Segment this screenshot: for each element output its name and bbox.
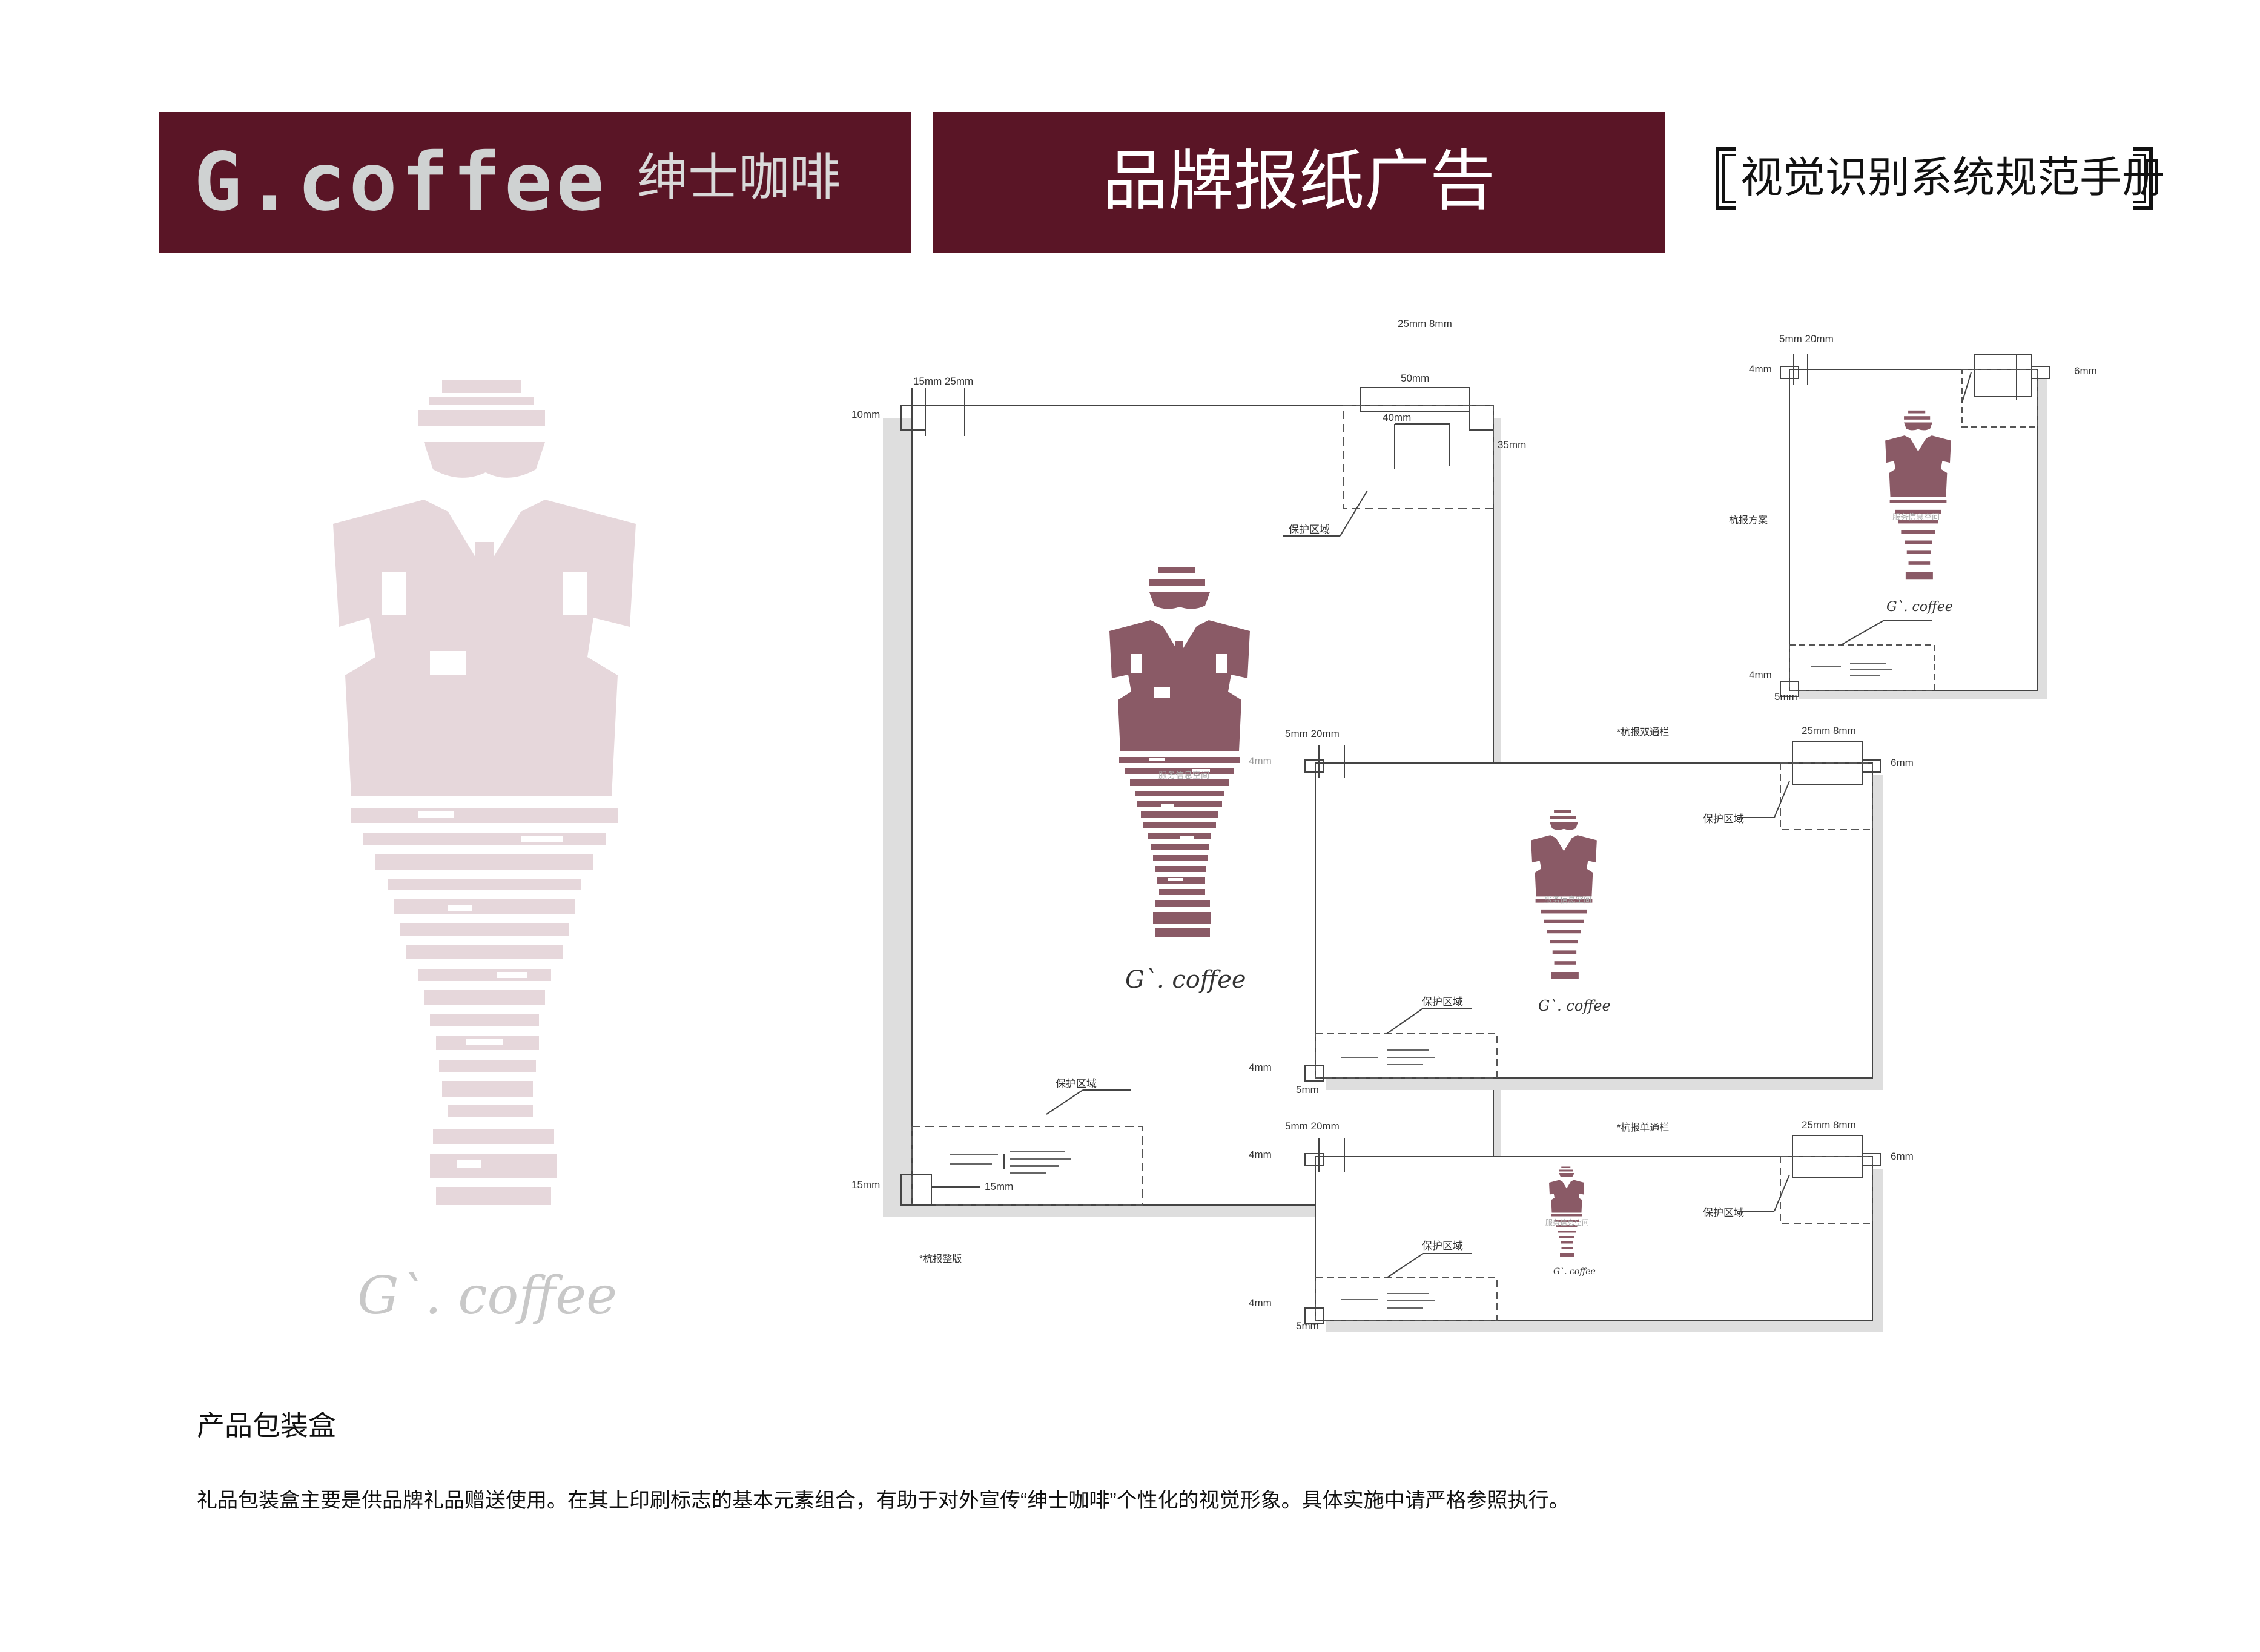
- caption-double-column: *杭报双通栏: [1617, 727, 1670, 738]
- wordmark-full-page: G`. coffee: [1125, 966, 1246, 994]
- header-title-band: 品牌报纸广告: [933, 112, 1665, 253]
- bracket-right: [2133, 147, 2153, 210]
- dim-15-25: 15mm 25mm: [913, 375, 974, 387]
- gentleman-figure-large: [333, 380, 636, 1205]
- manual-title: 视觉识别系统规范手册: [1740, 153, 2164, 202]
- service-label-small-page: 服务信息空间: [1892, 512, 1940, 521]
- caption-single-column: *杭报单通栏: [1617, 1123, 1670, 1133]
- spec-double-column: 5mm 20mm 4mm *杭报双通栏 25mm 8mm 6mm 保护区域 保护…: [1247, 718, 1926, 1105]
- dim-5-bottom: 5mm: [1774, 691, 1797, 702]
- dim-15-bottom: 15mm: [985, 1181, 1014, 1192]
- brand-name-cn: 绅士咖啡: [637, 148, 841, 207]
- dim-6: 6mm: [1891, 757, 1914, 768]
- protect-label-bottom: 保护区域: [1056, 1078, 1097, 1089]
- caption-full-page: *杭报整版: [919, 1254, 962, 1264]
- dim-15-left: 15mm: [851, 1179, 881, 1191]
- section-heading: 产品包装盒: [197, 1410, 336, 1441]
- dim-6: 6mm: [2074, 365, 2097, 377]
- protect-label-top: 保护区域: [1703, 1207, 1744, 1218]
- dim-5-bottom: 5mm: [1296, 1084, 1319, 1095]
- dim-5-20: 5mm 20mm: [1285, 728, 1340, 739]
- protect-label-bottom: 保护区域: [1422, 1240, 1463, 1252]
- dim-50: 50mm: [1401, 372, 1430, 384]
- dim-4-bottom: 4mm: [1249, 1062, 1272, 1073]
- spec-small-page-frames: [1780, 354, 2050, 699]
- dim-35: 35mm: [1498, 439, 1527, 451]
- dim-5-20: 5mm 20mm: [1779, 333, 1834, 345]
- spec-single-column-frames: [1304, 1135, 1883, 1332]
- dim-6: 6mm: [1891, 1151, 1914, 1162]
- protect-label-bottom: 保护区域: [1422, 996, 1463, 1008]
- gentleman-figure-single-column: [1549, 1166, 1584, 1257]
- dim-4-top: 4mm: [1749, 363, 1772, 375]
- spec-single-column: 5mm 20mm 4mm *杭报单通栏 25mm 8mm 6mm 保护区域 保护…: [1247, 1108, 1926, 1338]
- wordmark-double-column: G`. coffee: [1538, 997, 1611, 1014]
- protect-label-top: 保护区域: [1289, 524, 1330, 535]
- wordmark-large: G`. coffee: [357, 1266, 618, 1326]
- dim-4-top: 4mm: [1249, 1149, 1272, 1160]
- header-brand-band: G.coffee 绅士咖啡: [159, 112, 911, 253]
- dim-5-20: 5mm 20mm: [1285, 1120, 1340, 1132]
- gentleman-figure-full-page: [1109, 567, 1250, 937]
- bracket-left: [1716, 147, 1736, 210]
- service-label-single-column: 服务信息空间: [1545, 1218, 1590, 1227]
- wordmark-small-page: G`. coffee: [1886, 600, 1953, 615]
- spec-small-page: 5mm 20mm 4mm 6mm 杭报方案 4mm 5mm 服务信息空间 G`.…: [1729, 330, 2097, 705]
- dim-4-bottom: 4mm: [1249, 1297, 1272, 1309]
- dim-25-8: 25mm 8mm: [1398, 318, 1452, 329]
- dim-25-8: 25mm 8mm: [1802, 1119, 1856, 1131]
- dim-40: 40mm: [1383, 412, 1412, 423]
- service-label-full-page: 服务信息空间: [1158, 770, 1209, 780]
- dim-4-top: 4mm: [1249, 755, 1272, 767]
- protect-label-top: 保护区域: [1703, 813, 1744, 825]
- section-body: 礼品包装盒主要是供品牌礼品赠送使用。在其上印刷标志的基本元素组合，有助于对外宣传…: [197, 1489, 1570, 1512]
- dim-10: 10mm: [851, 409, 881, 420]
- manual-title-box: 视觉识别系统规范手册: [1711, 145, 2164, 212]
- brand-logo: G.coffee: [194, 136, 608, 229]
- dim-4-bottom: 4mm: [1749, 669, 1772, 681]
- caption-small-page: 杭报方案: [1729, 515, 1768, 526]
- service-label-double-column: 服务信息空间: [1544, 895, 1592, 904]
- gentleman-figure-small-page: [1885, 410, 1951, 580]
- spec-double-column-frames: [1304, 741, 1883, 1090]
- dim-5-bottom: 5mm: [1296, 1320, 1319, 1332]
- wordmark-single-column: G`. coffee: [1553, 1267, 1596, 1277]
- page-title: 品牌报纸广告: [1102, 144, 1495, 219]
- dim-25-8: 25mm 8mm: [1802, 725, 1856, 736]
- gentleman-figure-double-column: [1531, 810, 1597, 979]
